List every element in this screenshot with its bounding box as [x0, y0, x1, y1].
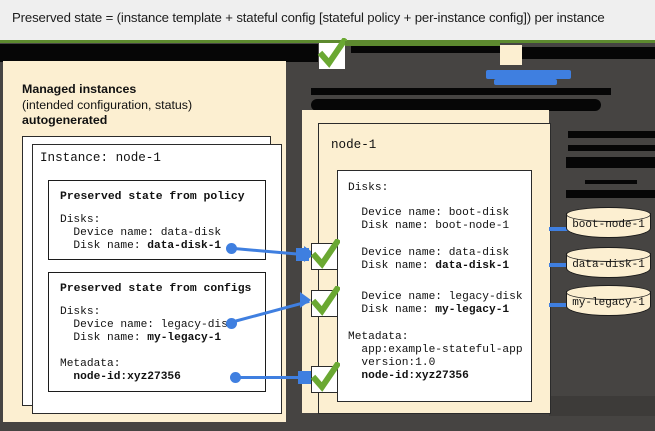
- node-disks-label: Disks:: [348, 182, 389, 194]
- node-boot-disk: Disk name: boot-node-1: [348, 220, 510, 232]
- blurred-region: [549, 396, 655, 416]
- heading-line-1: Managed instances: [22, 82, 137, 96]
- node-legacy-device: Device name: legacy-disk: [348, 291, 523, 303]
- disk-link-data: [549, 263, 572, 267]
- check-obscured-top: [317, 38, 347, 69]
- redaction-bar: [568, 131, 655, 138]
- redaction-bar: [585, 180, 637, 184]
- policy-disk-name-value: data-disk-1: [147, 240, 222, 252]
- caption-text: Preserved state = (instance template + s…: [12, 10, 605, 25]
- redaction-bar: [568, 145, 655, 151]
- node-metadata-nodeid: node-id:xyz27356: [348, 370, 469, 382]
- policy-disks-label: Disks:: [60, 214, 101, 226]
- configs-disk-name-value: my-legacy-1: [147, 332, 222, 344]
- redaction-bar: [311, 99, 601, 111]
- instance-label: Instance: node-1: [40, 151, 161, 165]
- disk-link-legacy: [549, 303, 572, 307]
- connector-node: [298, 371, 311, 384]
- node-legacy-disk-row: Disk name: my-legacy-1: [348, 304, 509, 318]
- policy-box-title: Preserved state from policy: [60, 191, 245, 203]
- disk-my-legacy-1: my-legacy-1: [566, 285, 651, 321]
- redaction-bar: [566, 157, 655, 168]
- policy-disk-name-row: Disk name: data-disk-1: [60, 240, 221, 253]
- disk-boot-node-1: boot-node-1: [566, 207, 651, 243]
- managed-instances-heading: Managed instances (intended configuratio…: [22, 82, 192, 129]
- blue-highlight-scribble: [494, 79, 557, 85]
- redaction-bar: [311, 88, 611, 95]
- node-legacy-disk-prefix: Disk name:: [348, 304, 436, 316]
- disk-label: boot-node-1: [572, 219, 645, 231]
- blue-highlight-scribble: [486, 70, 571, 79]
- disk-label: data-disk-1: [572, 259, 645, 271]
- check-data-disk: [310, 239, 340, 270]
- node-details-box: [337, 170, 532, 402]
- cream-swatch: [500, 45, 522, 65]
- heading-line-3: autogenerated: [22, 113, 108, 128]
- node-data-device: Device name: data-disk: [348, 247, 510, 259]
- node-legacy-disk-value: my-legacy-1: [435, 304, 510, 316]
- configs-disk-name-prefix: Disk name:: [60, 332, 148, 344]
- check-icon: [310, 239, 340, 269]
- redaction-bar: [522, 47, 655, 59]
- node-data-disk-value: data-disk-1: [435, 260, 510, 272]
- check-icon: [317, 38, 347, 68]
- node-data-disk-prefix: Disk name:: [348, 260, 436, 272]
- check-legacy-disk: [310, 286, 340, 317]
- connector-arrowhead: [300, 292, 311, 308]
- preserved-state-configs-box: [48, 272, 266, 392]
- connector-start-dot: [226, 243, 237, 254]
- green-line-segment: [345, 41, 500, 46]
- node-metadata-label: Metadata:: [348, 331, 409, 343]
- node-metadata-app: app:example-stateful-app: [348, 344, 523, 356]
- connector-arrowhead: [304, 246, 315, 262]
- configs-metadata-value: node-id:xyz27356: [60, 371, 181, 383]
- node-data-disk-row: Disk name: data-disk-1: [348, 260, 509, 274]
- redaction-bar: [351, 44, 500, 53]
- configs-device-name: Device name: legacy-disk: [60, 319, 235, 331]
- green-divider-rule: [0, 40, 655, 43]
- caption-bar: [0, 0, 655, 40]
- policy-disk-name-prefix: Disk name:: [60, 240, 148, 252]
- node-title: node-1: [331, 138, 377, 152]
- node-boot-device: Device name: boot-disk: [348, 207, 510, 219]
- disk-top: [566, 247, 651, 262]
- check-icon: [310, 362, 340, 392]
- disk-top: [566, 207, 651, 222]
- configs-disks-label: Disks:: [60, 306, 101, 318]
- configs-metadata-label: Metadata:: [60, 358, 121, 370]
- disk-data-disk-1: data-disk-1: [566, 247, 651, 283]
- disk-link-boot: [549, 227, 572, 231]
- connector-start-dot: [230, 372, 241, 383]
- redaction-bar: [0, 44, 318, 62]
- configs-box-title: Preserved state from configs: [60, 283, 252, 295]
- disk-top: [566, 285, 651, 300]
- policy-device-name: Device name: data-disk: [60, 227, 222, 239]
- heading-line-2: (intended configuration, status): [22, 97, 193, 112]
- redaction-bar: [566, 190, 655, 198]
- disk-label: my-legacy-1: [572, 297, 645, 309]
- connector-start-dot: [226, 318, 237, 329]
- connector-line: [238, 376, 306, 379]
- check-node-id: [310, 362, 340, 393]
- node-metadata-version: version:1.0: [348, 357, 436, 369]
- check-icon: [310, 286, 340, 316]
- configs-disk-name-row: Disk name: my-legacy-1: [60, 332, 221, 345]
